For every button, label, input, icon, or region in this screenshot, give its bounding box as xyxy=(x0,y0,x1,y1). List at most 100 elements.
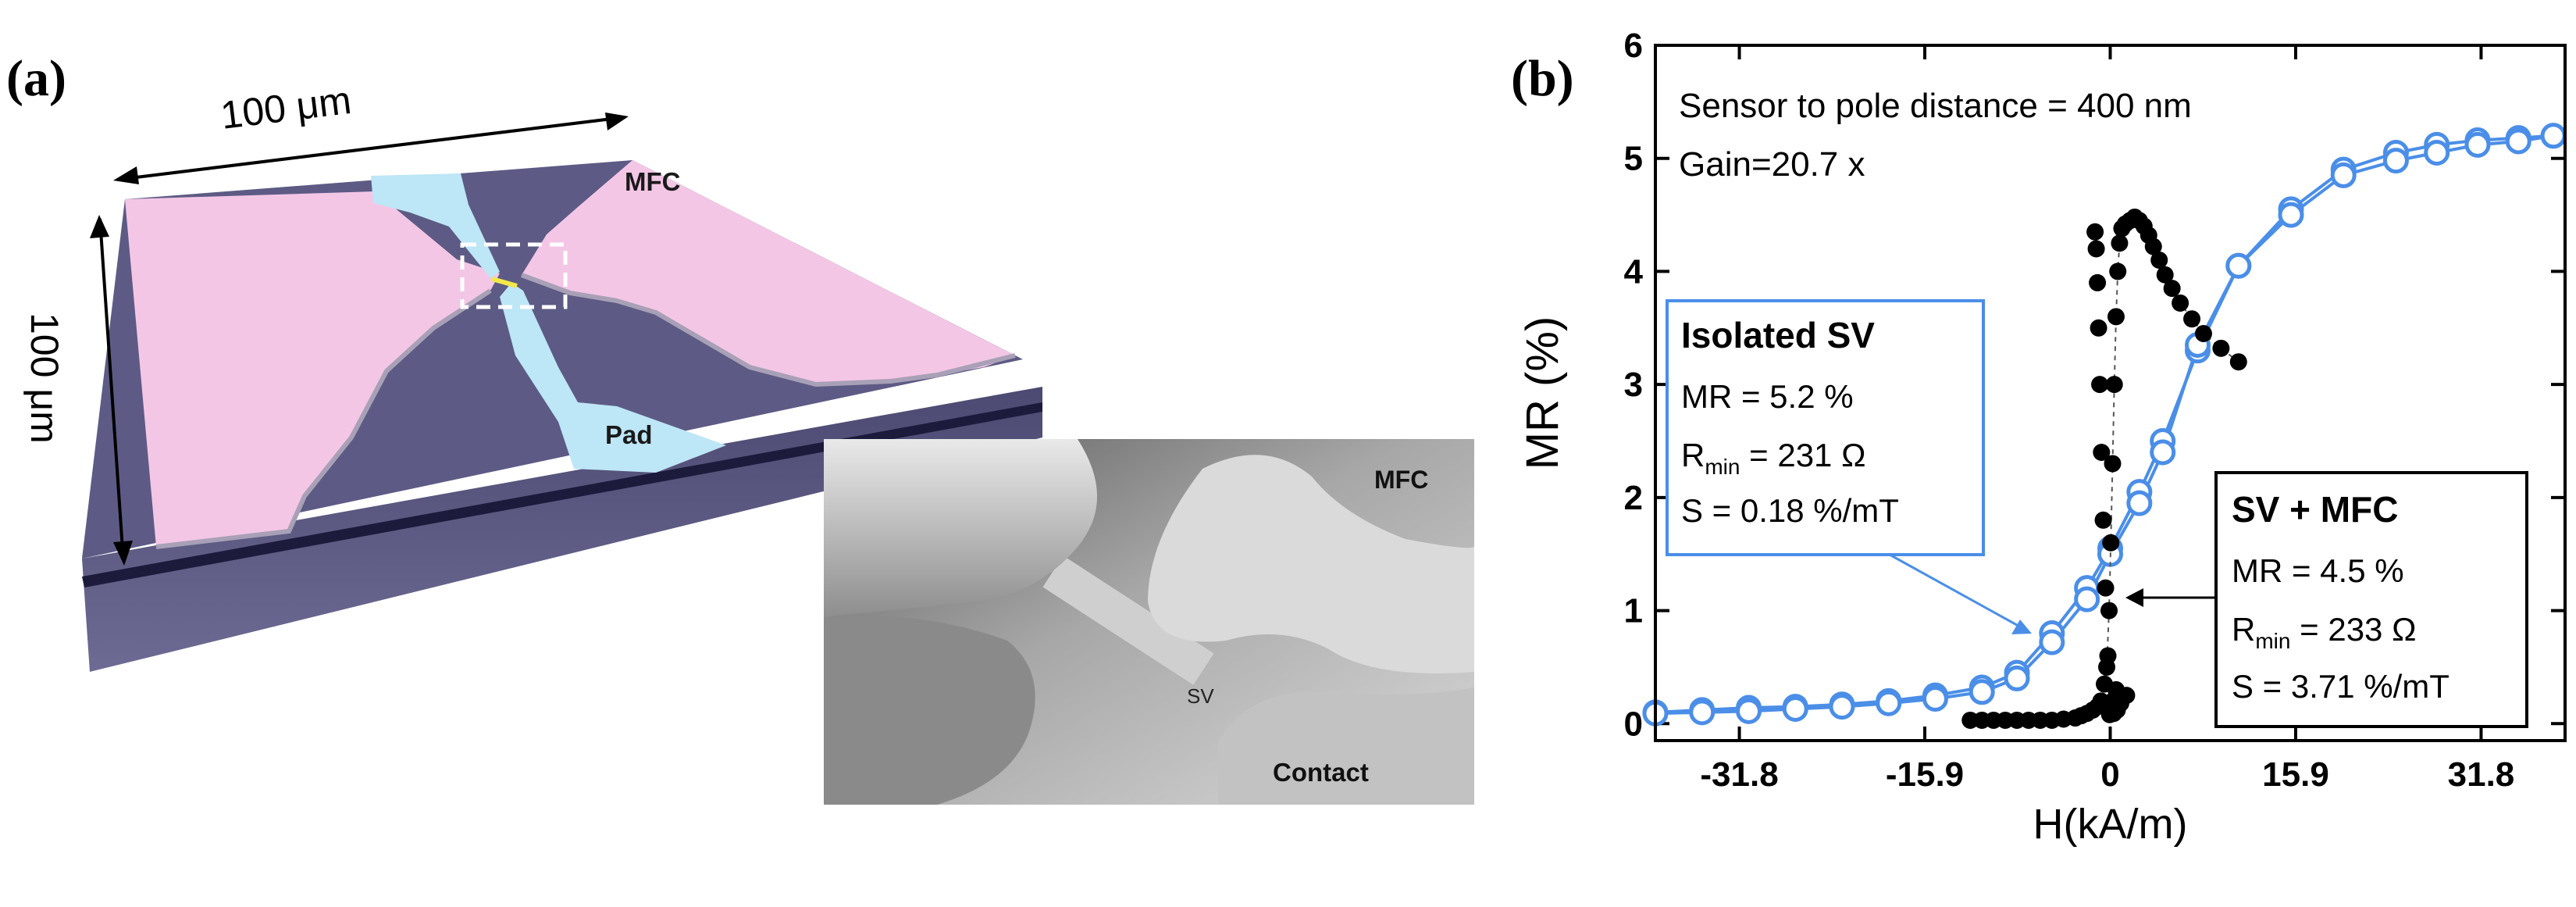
panel-a-label: (a) xyxy=(6,50,66,107)
isolated-sv-point xyxy=(2424,139,2450,166)
inset-blob-top-left xyxy=(824,439,1097,617)
sv-mfc-point xyxy=(2086,223,2104,241)
isolated-sv-point xyxy=(2126,490,2153,516)
isolated-sv-point xyxy=(2225,252,2252,279)
sv-mfc-point xyxy=(2144,237,2162,255)
x-tick-label: 0 xyxy=(2100,755,2119,794)
sv-mfc-point xyxy=(2183,310,2201,328)
sv-mfc-rmin: Rmin = 233 Ω xyxy=(2232,611,2416,653)
plot-frame xyxy=(1654,44,2567,742)
isolated-sv-point xyxy=(1689,699,1716,726)
x-tick-label: -31.8 xyxy=(1700,755,1778,794)
mfc-right-electrode xyxy=(522,160,1015,384)
sv-mfc-point xyxy=(2100,705,2118,723)
sv-mfc-r-prefix: R xyxy=(2232,611,2255,648)
dim-side-arrowhead-top xyxy=(90,215,109,238)
mfc-right-shadow xyxy=(520,273,1016,387)
sv-mfc-mr: MR = 4.5 % xyxy=(2232,552,2404,589)
sv-mfc-point xyxy=(2089,273,2107,291)
y-tick-label: 3 xyxy=(1624,366,1643,404)
mfc-left-shadow xyxy=(155,288,492,549)
inset-label-contact: Contact xyxy=(1273,758,1369,787)
sv-mfc-point xyxy=(2107,308,2125,326)
dim-top-arrowhead-right xyxy=(605,112,629,130)
mfc-left-electrode xyxy=(125,191,500,547)
inset-blob-top-right xyxy=(1148,455,1474,673)
sv-mfc-point xyxy=(2097,579,2115,597)
sv-mfc-point xyxy=(2111,234,2129,252)
inset-label-mfc: MFC xyxy=(1374,466,1428,494)
isolated-sv-point xyxy=(2278,202,2304,228)
y-tick-label: 0 xyxy=(1624,705,1643,743)
inset: MFC SV Contact xyxy=(824,439,1474,805)
isolated-sv-point xyxy=(2464,131,2491,158)
serieslayer xyxy=(1642,123,2567,729)
sensor-strip xyxy=(491,277,518,288)
sv-mfc-point xyxy=(2100,602,2118,620)
x-axis-label: H(kA/m) xyxy=(2033,801,2188,848)
isolated-sv-box: Isolated SV MR = 5.2 % Rmin = 231 Ω S = … xyxy=(1666,299,1985,556)
sv-mfc-r-sub: min xyxy=(2255,629,2290,653)
dim-top-line xyxy=(116,116,625,181)
substrate-side xyxy=(82,387,1042,672)
sv-mfc-point xyxy=(2163,280,2181,298)
inset-sv-strip xyxy=(1042,555,1214,685)
isolated-sv-point xyxy=(2330,162,2357,188)
isolated-sv-point xyxy=(2382,148,2409,174)
isolated-sv-point xyxy=(2039,629,2065,655)
y-tick-label: 2 xyxy=(1624,479,1643,517)
y-axis-label: MR (%) xyxy=(1517,316,1568,470)
dim-top-label: 100 μm xyxy=(219,78,354,137)
isolated-sv-point xyxy=(2074,586,2100,612)
isolated-sv-mr: MR = 5.2 % xyxy=(1681,378,1854,415)
annotation-line1: Sensor to pole distance = 400 nm xyxy=(1679,87,2192,125)
sv-mfc-point xyxy=(2099,647,2117,665)
sv-mfc-point xyxy=(2087,240,2105,258)
y-tick-label: 4 xyxy=(1624,252,1644,291)
isolated-sv-point xyxy=(2150,439,2176,466)
sv-mfc-point xyxy=(2194,325,2212,343)
sv-mfc-line xyxy=(1970,216,2239,721)
isolated-sv-point xyxy=(1782,695,1808,722)
sv-mfc-s: S = 3.71 %/mT xyxy=(2232,668,2450,705)
isolated-sv-r-prefix: R xyxy=(1681,437,1705,473)
sv-mfc-point xyxy=(2229,353,2247,371)
isolated-sv-pointer xyxy=(1889,553,2025,630)
dim-side-line xyxy=(98,218,125,562)
sv-mfc-point xyxy=(2090,319,2107,337)
dim-top-arrowhead-left xyxy=(113,166,139,184)
sv-mfc-point xyxy=(2104,692,2122,710)
isolated-sv-title: Isolated SV xyxy=(1681,315,1875,355)
sv-mfc-r-value: = 233 Ω xyxy=(2290,611,2416,648)
isolated-sv-point xyxy=(2540,123,2567,149)
isolated-sv-point xyxy=(2004,665,2030,691)
sv-mfc-point xyxy=(2094,511,2112,529)
annotation-line2: Gain=20.7 x xyxy=(1679,145,1865,184)
sv-bottom-pad xyxy=(500,283,726,473)
sv-mfc-point xyxy=(2102,534,2120,552)
isolated-sv-r-value: = 231 Ω xyxy=(1740,437,1865,473)
sv-mfc-point xyxy=(2105,376,2123,394)
sv-mfc-box-frame xyxy=(2214,471,2528,728)
sv-mfc-title: SV + MFC xyxy=(2232,489,2398,530)
sv-mfc-point xyxy=(2156,266,2174,284)
sv-mfc-point xyxy=(2091,376,2109,394)
x-tick-label: 15.9 xyxy=(2262,755,2329,794)
sv-mfc-point xyxy=(2150,251,2168,269)
sv-mfc-point xyxy=(2212,339,2230,357)
dim-side-label: 100 μm xyxy=(23,312,66,444)
sv-mfc-point xyxy=(2172,294,2189,312)
isolated-sv-point xyxy=(1969,679,1995,705)
y-tick-label: 5 xyxy=(1624,140,1643,178)
panel-b-label: (b) xyxy=(1511,50,1574,107)
zoom-box xyxy=(460,242,568,309)
isolated-sv-point xyxy=(2505,128,2531,155)
x-tick-label: -15.9 xyxy=(1886,755,1964,794)
isolated-sv-point xyxy=(1735,698,1762,724)
panel-a: (a) MFC Pad 100 μm 100 μm xyxy=(6,50,1474,805)
inset-blob-bottom-right xyxy=(1218,687,1474,805)
inset-blob-bottom-left xyxy=(824,616,1035,805)
dim-side-arrowhead-bottom xyxy=(113,541,133,566)
